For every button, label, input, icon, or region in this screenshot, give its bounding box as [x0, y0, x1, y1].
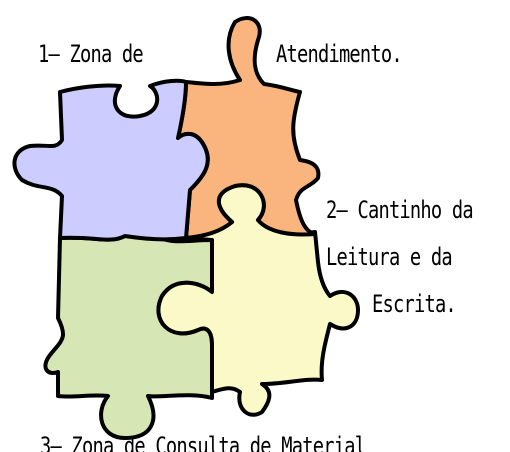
zone-1-label-part1: 1– Zona de [38, 40, 144, 68]
zone-2-label-line1: 2– Cantinho da [326, 196, 474, 224]
zone-1-label-part2: Atendimento. [276, 40, 403, 68]
zone-2-label-line2: Leitura e da [326, 243, 453, 271]
zone-2-label-line3: Escrita. [372, 290, 457, 318]
puzzle-piece-top-left [12, 78, 210, 242]
zone-3-label-line1: 3– Zona de Consulta de Material [40, 432, 366, 452]
